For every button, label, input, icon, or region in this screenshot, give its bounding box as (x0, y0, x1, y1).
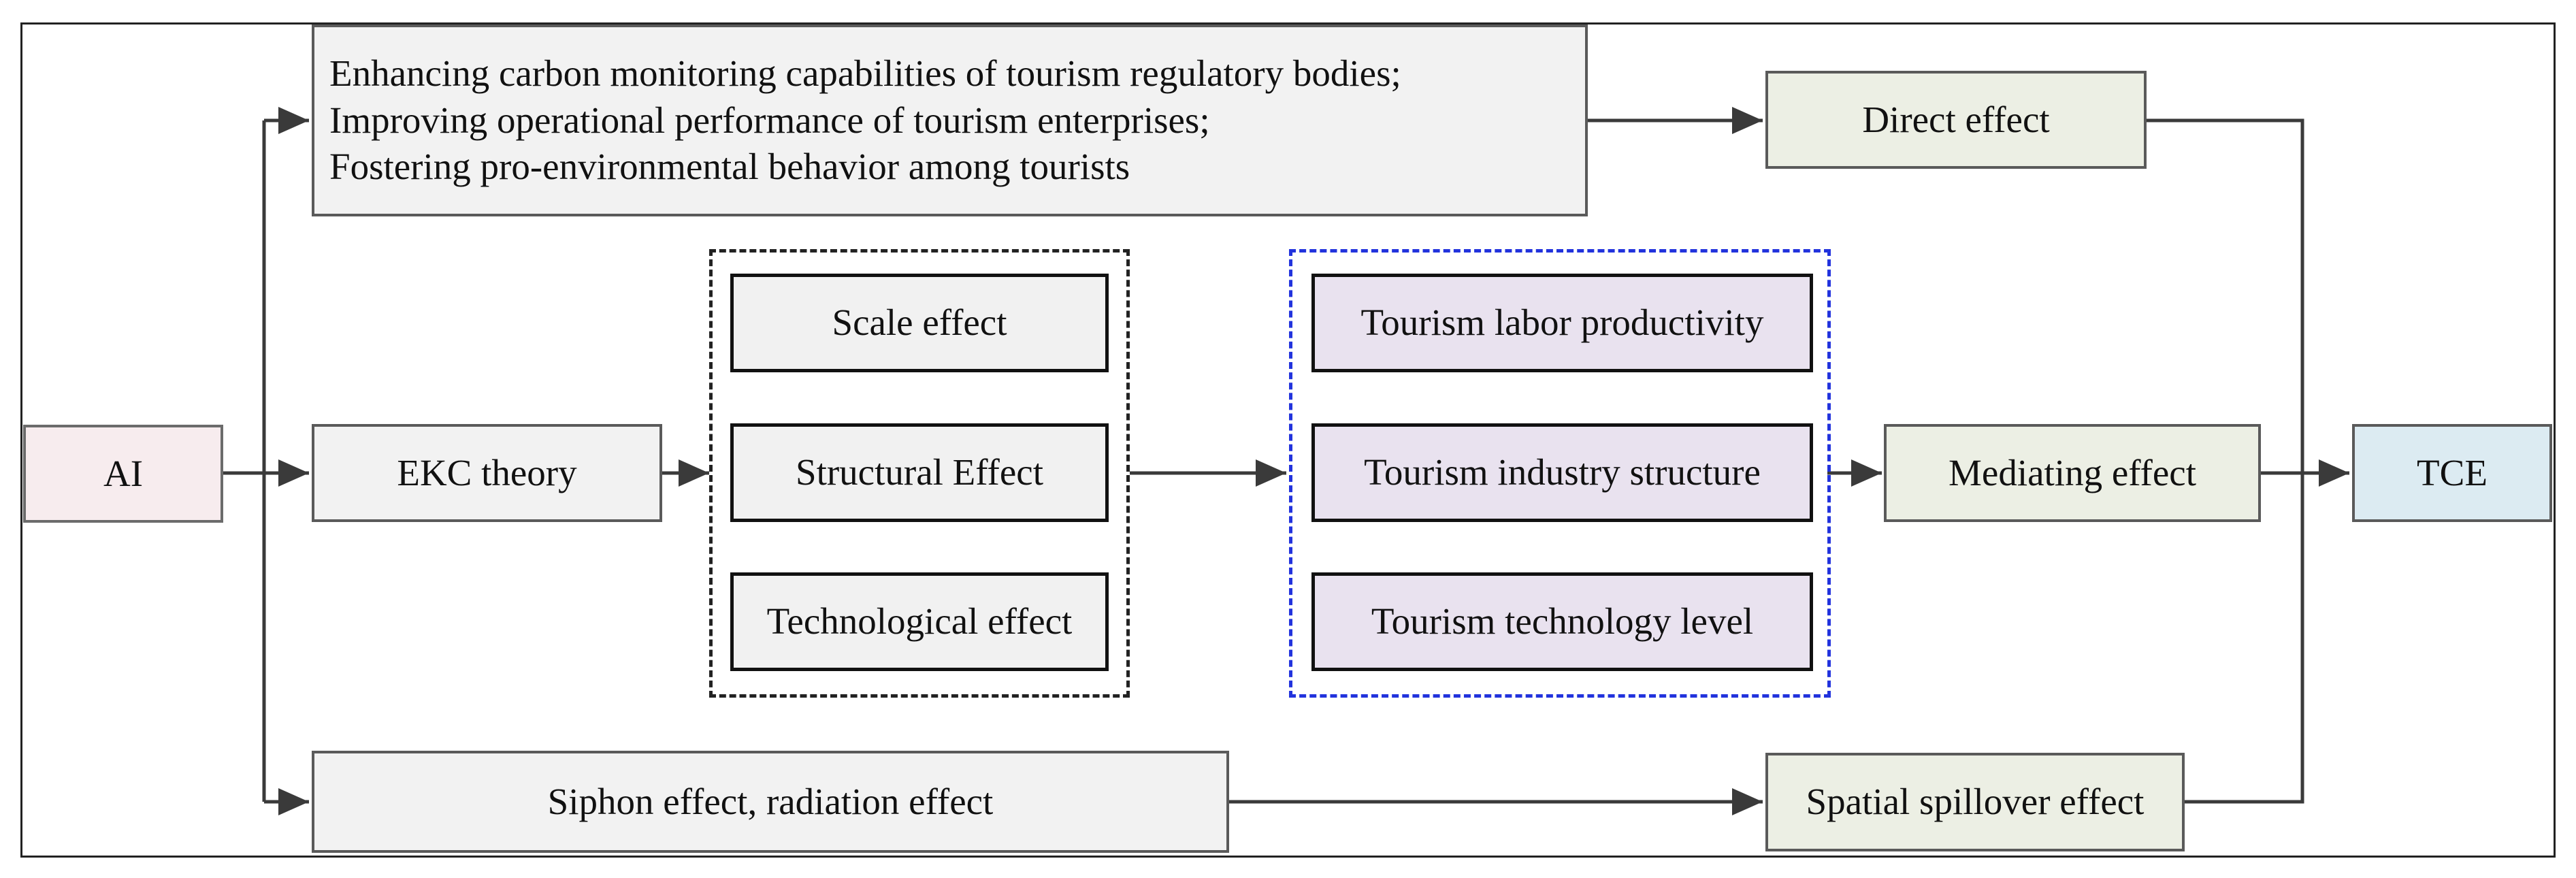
ekc-effects-group (709, 249, 1130, 698)
mechanism-tourists: Fostering pro-environmental behavior amo… (329, 146, 1130, 188)
diagram-frame (20, 22, 2556, 858)
structural-effect-node: Structural Effect (730, 423, 1109, 522)
mechanism-enterprises: Improving operational performance of tou… (329, 99, 1210, 141)
top-mechanisms-box: Enhancing carbon monitoring capabilities… (312, 25, 1588, 216)
ekc-theory-node: EKC theory (312, 424, 662, 522)
mechanism-regulatory: Enhancing carbon monitoring capabilities… (329, 52, 1401, 95)
scale-effect-node: Scale effect (730, 274, 1109, 372)
technological-effect-node: Technological effect (730, 572, 1109, 671)
industry-structure-node: Tourism industry structure (1311, 423, 1813, 522)
spatial-spillover-node: Spatial spillover effect (1765, 753, 2185, 851)
technology-level-node: Tourism technology level (1311, 572, 1813, 671)
direct-effect-node: Direct effect (1765, 71, 2147, 169)
mediating-effect-node: Mediating effect (1884, 424, 2261, 522)
siphon-node: Siphon effect, radiation effect (312, 751, 1229, 853)
ai-node: AI (23, 425, 223, 523)
tce-node: TCE (2352, 424, 2552, 522)
direct-spillover-connector (2146, 118, 2304, 804)
labor-productivity-node: Tourism labor productivity (1311, 274, 1813, 372)
mediators-group (1289, 249, 1831, 698)
